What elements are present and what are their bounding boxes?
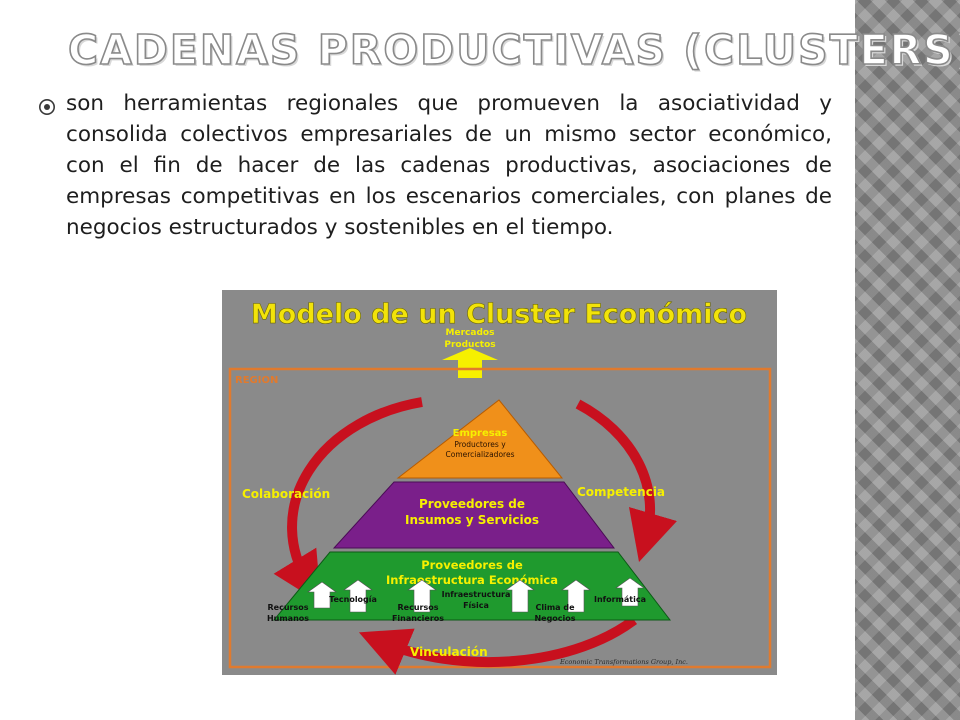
circled-dot-icon [39,99,55,115]
copyright-credit: Economic Transformations Group, Inc. [559,658,688,666]
market-arrow [442,348,498,360]
support-arrow-6 [615,577,645,607]
tier-middle-line2: Insumos y Servicios [405,513,539,527]
support-arrow-1 [307,581,337,609]
tier-top-empresas [396,399,564,479]
support-arrow-2 [343,579,373,613]
item-recursos-humanos-line1: Recursos [268,603,309,612]
tier-top-sub1: Productores y [454,440,506,449]
ring-arrow-bottom [358,616,638,675]
support-arrows [307,577,645,613]
item-recursos-humanos-line2: Humanos [267,614,309,623]
item-clima-negocios-line1: Clima de [535,603,575,612]
item-infraestructura-line1: Infraestructura [442,590,511,599]
bullet-paragraph: son herramientas regionales que promueve… [66,91,832,240]
market-label-line1: Mercados [446,328,495,338]
region-label: REGION [235,375,278,386]
ring-arrow-right [575,399,677,563]
cluster-model-svg: Modelo de un Cluster Económico Mercados … [222,290,777,675]
tier-top-sub2: Comercializadores [446,450,515,459]
support-arrow-4 [505,579,535,613]
tier-base-line1: Proveedores de [421,558,523,572]
tier-top-title: Empresas [453,428,508,439]
support-arrow-3 [407,579,437,613]
slide-title: CADENAS PRODUCTIVAS (CLUSTERS) [67,25,960,75]
cluster-model-diagram: Modelo de un Cluster Económico Mercados … [222,290,777,675]
ring-arrow-left [273,397,423,604]
diagram-title: Modelo de un Cluster Económico [251,299,747,330]
label-competencia: Competencia [577,485,665,499]
label-vinculacion: Vinculación [410,645,488,659]
tier-middle-proveedores-insumos [332,481,616,549]
support-arrow-5 [561,579,591,613]
market-label-line2: Productos [444,340,495,350]
tier-base-line2: Infraestructura Económica [386,573,558,587]
item-recursos-financieros-line2: Financieros [392,614,444,623]
region-border [228,367,772,669]
item-tecnologia: Tecnología [329,595,377,604]
item-clima-negocios-line2: Negocios [534,614,575,623]
tier-middle-line1: Proveedores de [419,497,525,511]
item-infraestructura-line2: Física [463,601,489,610]
item-recursos-financieros-line1: Recursos [398,603,439,612]
item-informatica: Informática [594,595,646,604]
label-colaboracion: Colaboración [242,487,330,501]
decorative-side-band [855,0,960,720]
